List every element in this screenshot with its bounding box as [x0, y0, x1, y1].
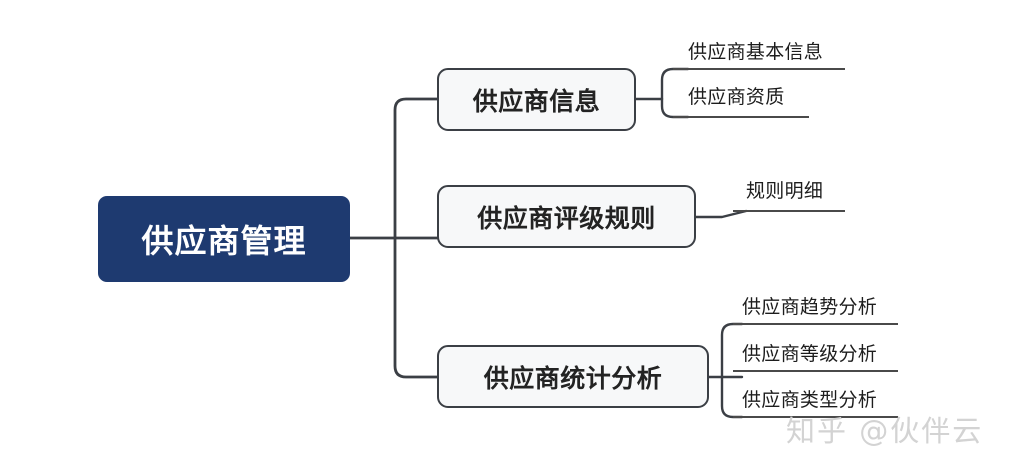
branch-node-supplier-info[interactable]: 供应商信息 — [437, 68, 636, 131]
branch-node-label: 供应商评级规则 — [477, 203, 656, 233]
root-node-label: 供应商管理 — [141, 222, 307, 260]
leaf-trend-analysis[interactable]: 供应商趋势分析 — [742, 296, 878, 318]
branch-node-rating-rules[interactable]: 供应商评级规则 — [437, 185, 696, 248]
branch-node-statistics[interactable]: 供应商统计分析 — [437, 345, 709, 408]
branch-2-to-leaf-1 — [694, 209, 748, 219]
leaf-supplier-basic-info[interactable]: 供应商基本信息 — [688, 41, 824, 63]
branch-node-label: 供应商统计分析 — [483, 363, 663, 393]
root-node[interactable]: 供应商管理 — [98, 196, 350, 282]
trunk-to-branch-1 — [393, 97, 439, 240]
watermark: 知乎 @伙伴云 — [786, 414, 984, 448]
branch-1-to-leaf-1 — [660, 67, 690, 101]
branch-1-to-leaf-2 — [660, 97, 690, 119]
leaf-type-analysis[interactable]: 供应商类型分析 — [742, 389, 878, 411]
branch-node-label: 供应商信息 — [472, 86, 601, 116]
leaf-grade-analysis[interactable]: 供应商等级分析 — [742, 343, 878, 365]
leaf-rule-details[interactable]: 规则明细 — [746, 180, 824, 202]
branch-3-to-leaf-1 — [720, 322, 744, 379]
leaf-supplier-qualification[interactable]: 供应商资质 — [688, 86, 785, 108]
branch-3-to-leaf-3 — [720, 375, 744, 419]
trunk-to-branch-3 — [393, 236, 439, 379]
